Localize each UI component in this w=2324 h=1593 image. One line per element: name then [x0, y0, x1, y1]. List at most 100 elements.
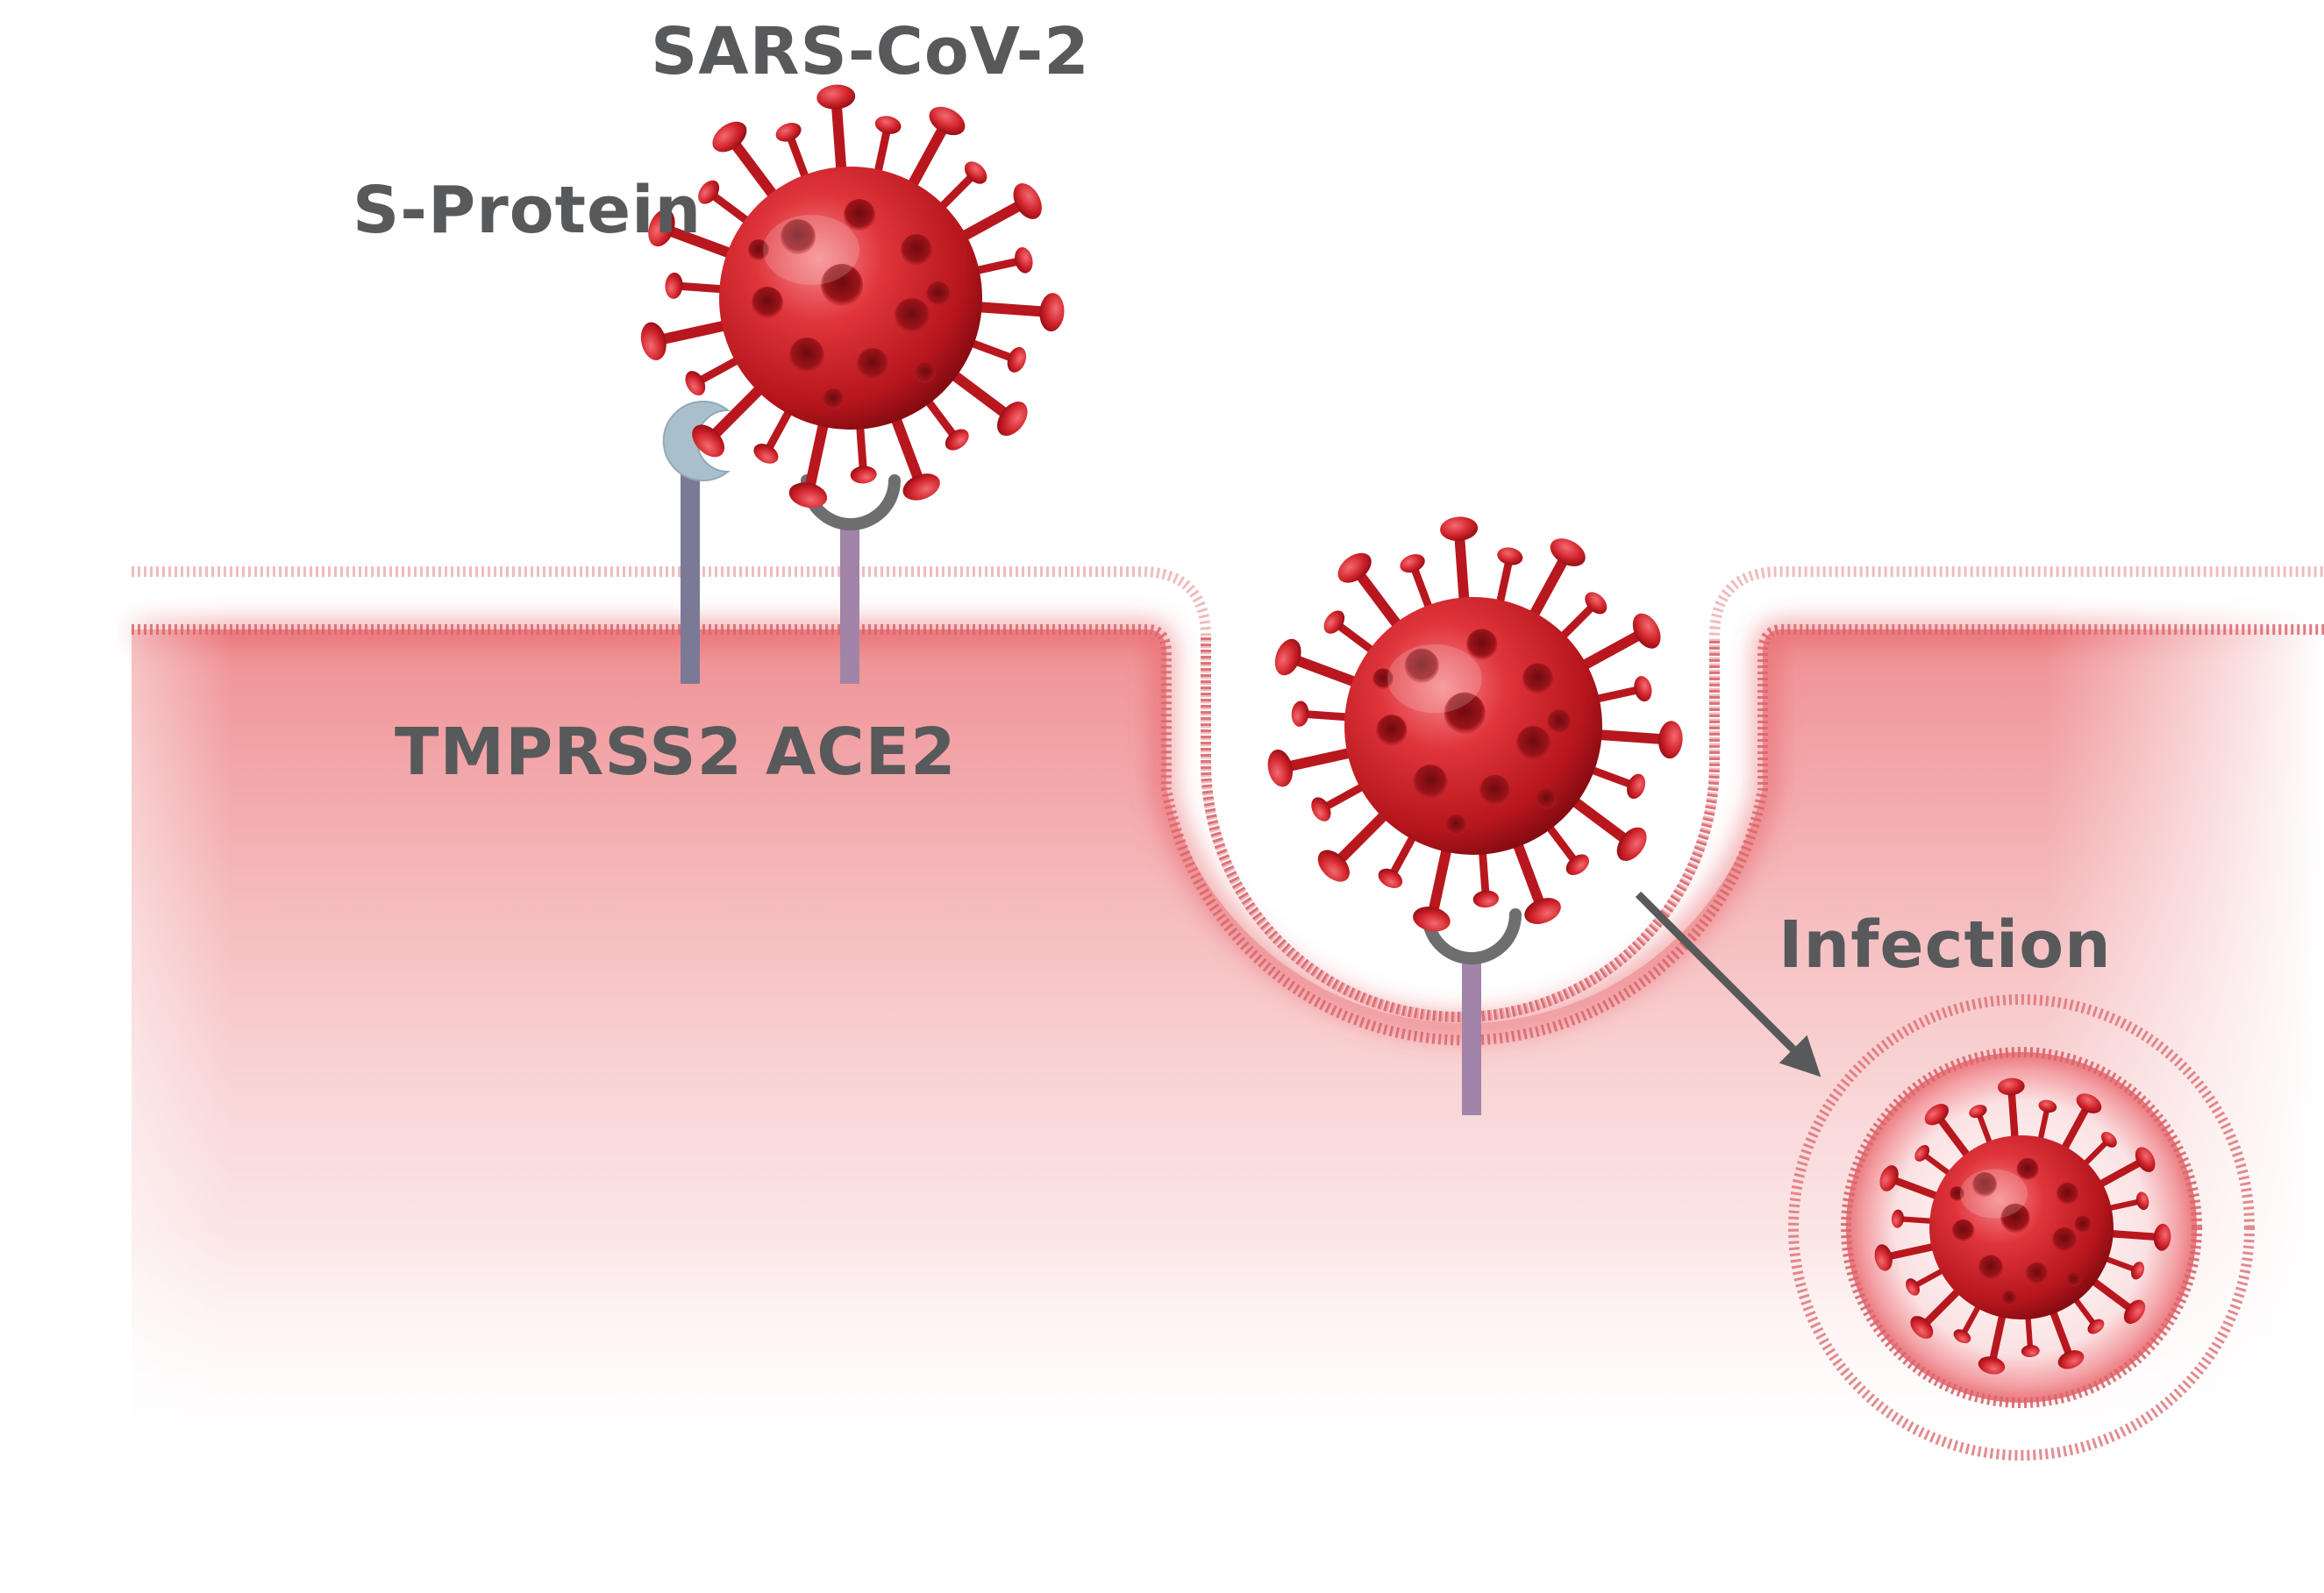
ace2-pocket-cup [1422, 908, 1522, 964]
surface-pit [2074, 1215, 2092, 1234]
spike-tip [945, 429, 969, 451]
virus-highlight [1960, 1169, 2028, 1219]
spike-tip [1337, 552, 1372, 583]
spike-tip [1440, 516, 1479, 541]
spike-stalk [2058, 1099, 2093, 1156]
spike-tip [698, 180, 720, 204]
spike-tip [665, 272, 683, 299]
spike-tip [902, 473, 940, 501]
surface-pit [2016, 1157, 2039, 1181]
surface-pit [2000, 1203, 2030, 1234]
spike-stalk [1316, 779, 1372, 814]
spike-stalk [1453, 523, 1470, 612]
spike-tip [1997, 1077, 2025, 1096]
spike-tip [2135, 1191, 2149, 1211]
spike-tip [1914, 1145, 1930, 1162]
spike-tip [1311, 797, 1331, 821]
surface-pit [1372, 668, 1394, 689]
spike-stalk [1587, 729, 1676, 745]
spike-tip [1616, 827, 1647, 861]
spike-stalk [802, 412, 831, 501]
spike-stalk [2102, 1198, 2146, 1213]
spike-tip [1632, 613, 1661, 649]
ace2-label: ACE2 [766, 715, 957, 790]
spike-tip [1317, 850, 1350, 882]
spike-tip [775, 123, 802, 142]
ace2-pocket-stalk [1462, 956, 1481, 1115]
spike-stalk [2070, 1293, 2099, 1330]
spike-tip [2131, 1262, 2145, 1280]
surface-pit [1466, 629, 1498, 660]
surface-pit [844, 199, 875, 231]
surface-proteins [748, 199, 951, 409]
spike-tip [1400, 554, 1425, 573]
spike-tip [874, 116, 902, 134]
ace2-stalk [840, 526, 859, 684]
spike-stalk [702, 380, 770, 446]
spike-tip [1906, 1278, 1920, 1296]
spike-stalk [1975, 1108, 1994, 1150]
virus-highlight [1387, 644, 1482, 714]
spike-tip [1291, 700, 1309, 727]
spike-stalk [1909, 1265, 1950, 1291]
spike-stalk [888, 408, 927, 493]
spike-tip [2087, 1319, 2105, 1334]
virus-in-vesicle [1874, 1077, 2171, 1375]
spike-stalk [1894, 1215, 1939, 1225]
spike-stalk [1426, 838, 1453, 925]
spike-stalk [1349, 562, 1407, 636]
virus-in-pocket [1267, 516, 1683, 932]
cell-tissue [0, 526, 2324, 1578]
spike-stalk [1525, 547, 1573, 626]
spike-stalk [920, 392, 961, 444]
spike-stalk [903, 115, 952, 196]
spike-tip [1472, 890, 1500, 908]
surface-pit [857, 348, 888, 380]
spike-stalk [2048, 1304, 2075, 1363]
spike-stalk [669, 281, 732, 294]
spike-tip [1274, 638, 1301, 676]
tmprss2-label: TMPRSS2 [395, 715, 743, 790]
spike-stalk [1565, 793, 1637, 850]
surface-pit [1516, 726, 1551, 761]
spike-tip [1953, 1329, 1971, 1344]
spike-tip [1658, 721, 1683, 759]
surface-pit [781, 219, 816, 254]
surface-pit [1950, 1186, 1964, 1201]
spike-stalk [656, 222, 741, 261]
spike-stalk [1408, 559, 1436, 617]
spike-tip [1039, 293, 1065, 332]
spike-tip [1978, 1356, 2006, 1375]
spike-tip [1524, 898, 1561, 924]
spike-stalk [691, 352, 747, 388]
spike-stalk [1582, 764, 1640, 791]
tissue-fade [0, 526, 2324, 1578]
spike-tip [2057, 1350, 2085, 1369]
spike-stalk [855, 416, 868, 479]
spike-stalk [933, 168, 980, 216]
spike-tip [2100, 1131, 2117, 1148]
surface-pit [821, 264, 863, 306]
spike-stalk [873, 121, 893, 182]
spike-tip [2153, 1223, 2171, 1251]
surface-pit [1547, 709, 1572, 734]
spike-stalk [1296, 709, 1358, 722]
spike-tip [1013, 183, 1042, 219]
spike-stalk [1478, 842, 1490, 903]
spike-tip [692, 424, 725, 458]
spike-tip [640, 322, 667, 360]
spike-proteins [640, 84, 1065, 508]
spike-stalk [1918, 1284, 1965, 1332]
surface-proteins [1372, 629, 1572, 836]
ace2-receptor-pocket [1422, 908, 1522, 1115]
spike-tip [2123, 1299, 2146, 1324]
spike-tip [1413, 907, 1451, 932]
spike-tip [816, 84, 856, 110]
spike-stalk [2092, 1156, 2149, 1191]
infection-arrow [1635, 891, 1821, 1077]
spike-stalk [1386, 828, 1420, 883]
spike-stalk [724, 132, 782, 206]
spike-stalk [1885, 1174, 1945, 1202]
